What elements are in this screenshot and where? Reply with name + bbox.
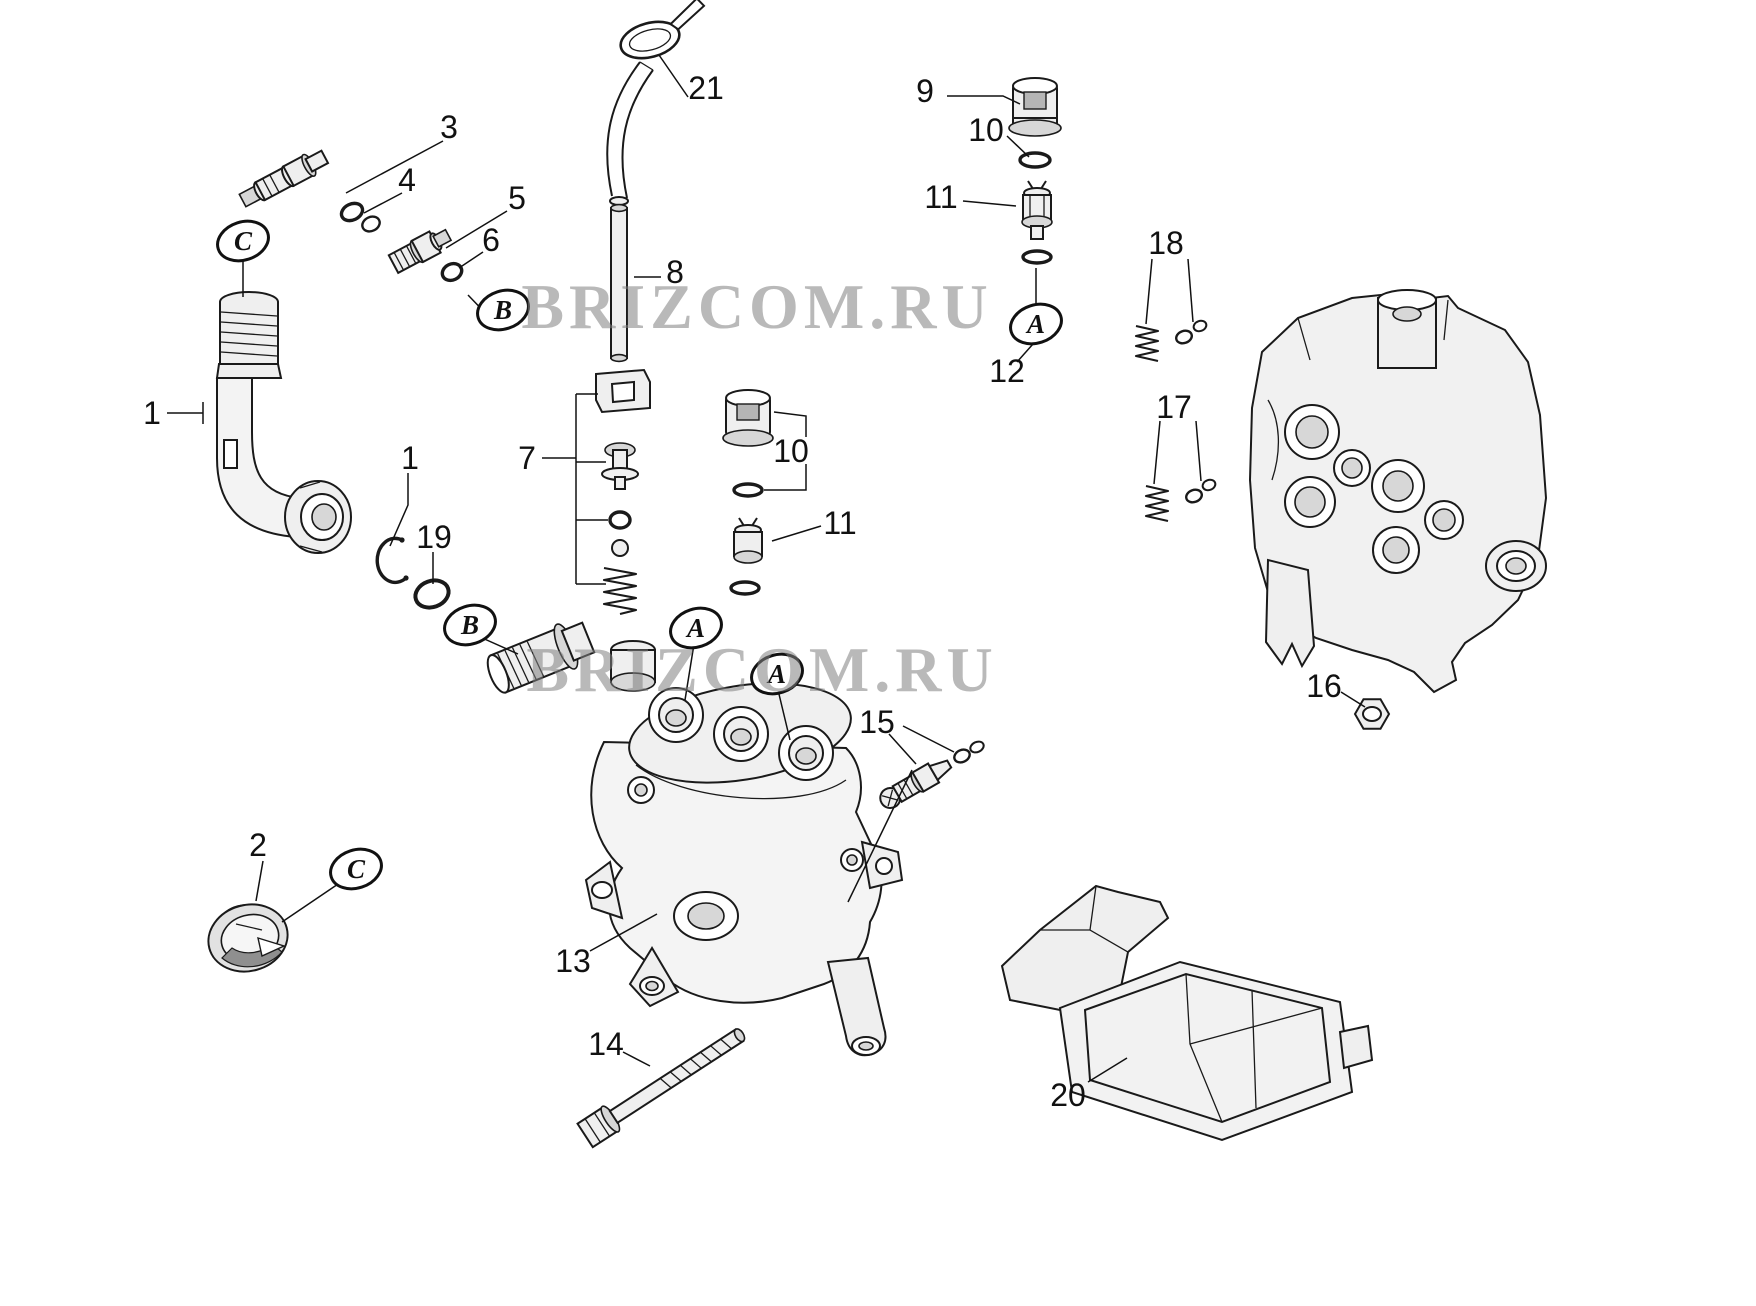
- part-hex-bolt: [576, 1027, 746, 1149]
- part-oring-6: [440, 261, 464, 283]
- part-plug-cap-9: [1008, 77, 1062, 137]
- position-label-letter: C: [347, 854, 366, 884]
- position-label-A-mid-1: A: [669, 606, 723, 650]
- callout-1-left: 1: [143, 395, 161, 431]
- part-oring-10-top: [1018, 151, 1052, 169]
- position-label-oval: [216, 219, 270, 263]
- callout-3: 3: [440, 109, 458, 145]
- position-label-oval: [750, 652, 804, 696]
- position-label-A-top: A: [1009, 302, 1063, 346]
- part-coupling-nipple: [238, 149, 330, 208]
- callout-19: 19: [416, 519, 452, 555]
- part-cable-tie: [619, 0, 706, 60]
- position-label-C-bottom: C: [329, 847, 383, 891]
- callout-15: 15: [859, 704, 895, 740]
- callout-2: 2: [249, 827, 267, 863]
- position-label-oval: [1009, 302, 1063, 346]
- leader-lines: [167, 54, 1366, 1083]
- callout-16: 16: [1306, 668, 1342, 704]
- callout-7: 7: [518, 440, 536, 476]
- callout-5: 5: [508, 180, 526, 216]
- position-label-letter: B: [460, 610, 479, 640]
- callout-14: 14: [588, 1026, 624, 1062]
- part-spring-set-18: [1134, 319, 1208, 363]
- part-valve-pin-stack: [595, 368, 651, 616]
- position-label-B-top: B: [476, 288, 530, 332]
- part-thermo-valve: [879, 740, 985, 809]
- part-cylinder-head-housing: [1248, 289, 1548, 694]
- callout-10-top: 10: [968, 112, 1004, 148]
- position-label-oval: [669, 606, 723, 650]
- part-valve-cartridge-mid: [729, 517, 763, 596]
- callout-18: 18: [1148, 225, 1184, 261]
- callout-11-top: 11: [924, 179, 957, 215]
- callout-10-mid: 10: [773, 433, 809, 469]
- part-orings-4: [339, 201, 381, 233]
- part-hose-tube: [606, 61, 654, 363]
- part-nozzle-fitting: [387, 228, 453, 275]
- position-labels-layer: C B A B A A C: [216, 219, 1063, 891]
- part-plug-cap-10-mid: [722, 389, 774, 498]
- position-label-oval: [476, 288, 530, 332]
- callout-20: 20: [1050, 1077, 1086, 1113]
- callout-12: 12: [989, 353, 1025, 389]
- part-pump-head-body: [486, 621, 904, 1057]
- position-label-letter: A: [1025, 309, 1045, 339]
- position-label-B-mid: B: [443, 603, 497, 647]
- cylinder-bores: [648, 687, 834, 781]
- position-label-letter: A: [766, 659, 786, 689]
- position-label-oval: [443, 603, 497, 647]
- position-label-letter: B: [493, 295, 512, 325]
- part-spring-set-17: [1144, 478, 1217, 523]
- callout-6: 6: [482, 222, 500, 258]
- part-valve-cartridge-top: [1021, 180, 1053, 265]
- callout-21: 21: [688, 70, 724, 106]
- position-label-C-top: C: [216, 219, 270, 263]
- position-label-A-mid-2: A: [750, 652, 804, 696]
- callout-4: 4: [398, 162, 416, 198]
- part-base-tray: [1000, 884, 1374, 1142]
- part-circlip-oring: [375, 536, 451, 610]
- position-label-letter: A: [685, 613, 705, 643]
- callout-11-mid: 11: [823, 505, 856, 541]
- position-label-oval: [329, 847, 383, 891]
- part-elbow-fitting: [215, 291, 352, 554]
- part-cap-2: [207, 903, 289, 973]
- callout-13: 13: [555, 943, 591, 979]
- callout-8: 8: [666, 254, 684, 290]
- callout-17: 17: [1156, 389, 1192, 425]
- callout-9: 9: [916, 73, 934, 109]
- position-label-letter: C: [234, 226, 253, 256]
- callout-1-mid: 1: [401, 440, 419, 476]
